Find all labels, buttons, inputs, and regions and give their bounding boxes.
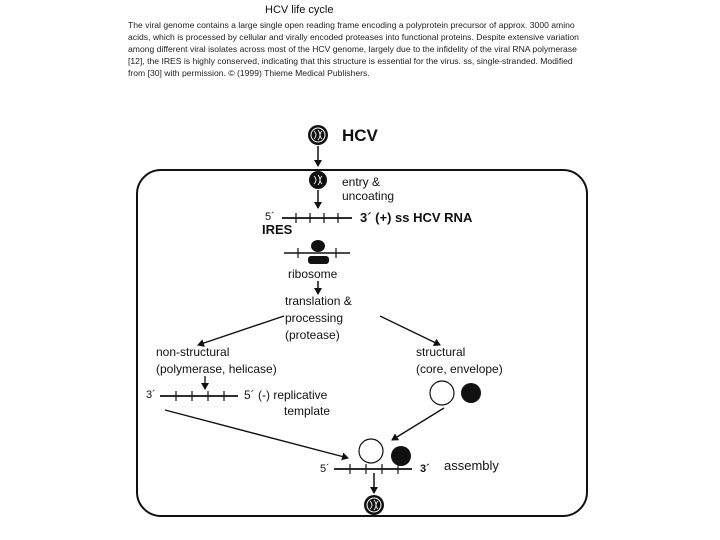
figure-caption: The viral genome contains a large single… [128, 20, 579, 78]
hcv-virion-icon [308, 125, 328, 145]
structural-line1: structural [416, 345, 465, 359]
entry-label-line1: entry & [342, 175, 380, 189]
replicative-line2: template [284, 404, 330, 418]
arrow-to-structural [379, 315, 441, 346]
structural-proteins-icon [429, 380, 481, 406]
nonstructural-line1: non-structural [156, 345, 229, 359]
structural-line2: (core, envelope) [416, 362, 503, 376]
arrow-template-to-assembly [164, 409, 349, 461]
ribosome-label: ribosome [288, 267, 338, 281]
ires-label: IRES [262, 222, 293, 237]
progeny-virion-icon [364, 495, 384, 515]
assembly-five-prime: 5´ [320, 463, 330, 475]
replicative-line1: 5´ (-) replicative [244, 388, 328, 402]
assembly-proteins-icon [358, 438, 411, 466]
translation-line1: translation & [285, 294, 352, 308]
virus-label: HCV [342, 126, 379, 145]
translation-line3: (protease) [285, 328, 340, 342]
arrow-structural-to-assembly [391, 407, 445, 441]
uncoating-virion-icon [309, 171, 327, 189]
template-three-prime: 3´ [146, 389, 156, 401]
ribosome-icon [284, 240, 350, 264]
negative-strand-template [160, 391, 238, 401]
assembly-label: assembly [444, 458, 499, 473]
assembly-three-prime: 3´ [420, 463, 430, 475]
nonstructural-line2: (polymerase, helicase) [156, 362, 277, 376]
translation-line2: processing [285, 311, 343, 325]
cell-membrane [136, 169, 588, 517]
assembly-rna [334, 464, 412, 474]
figure-title: HCV life cycle [265, 4, 334, 16]
rna-five-prime: 5´ [265, 211, 275, 223]
arrow-to-nonstructural [197, 315, 285, 347]
positive-strand-rna [282, 213, 352, 223]
rna-label: 3´ (+) ss HCV RNA [360, 210, 473, 225]
entry-label-line2: uncoating [342, 189, 394, 203]
